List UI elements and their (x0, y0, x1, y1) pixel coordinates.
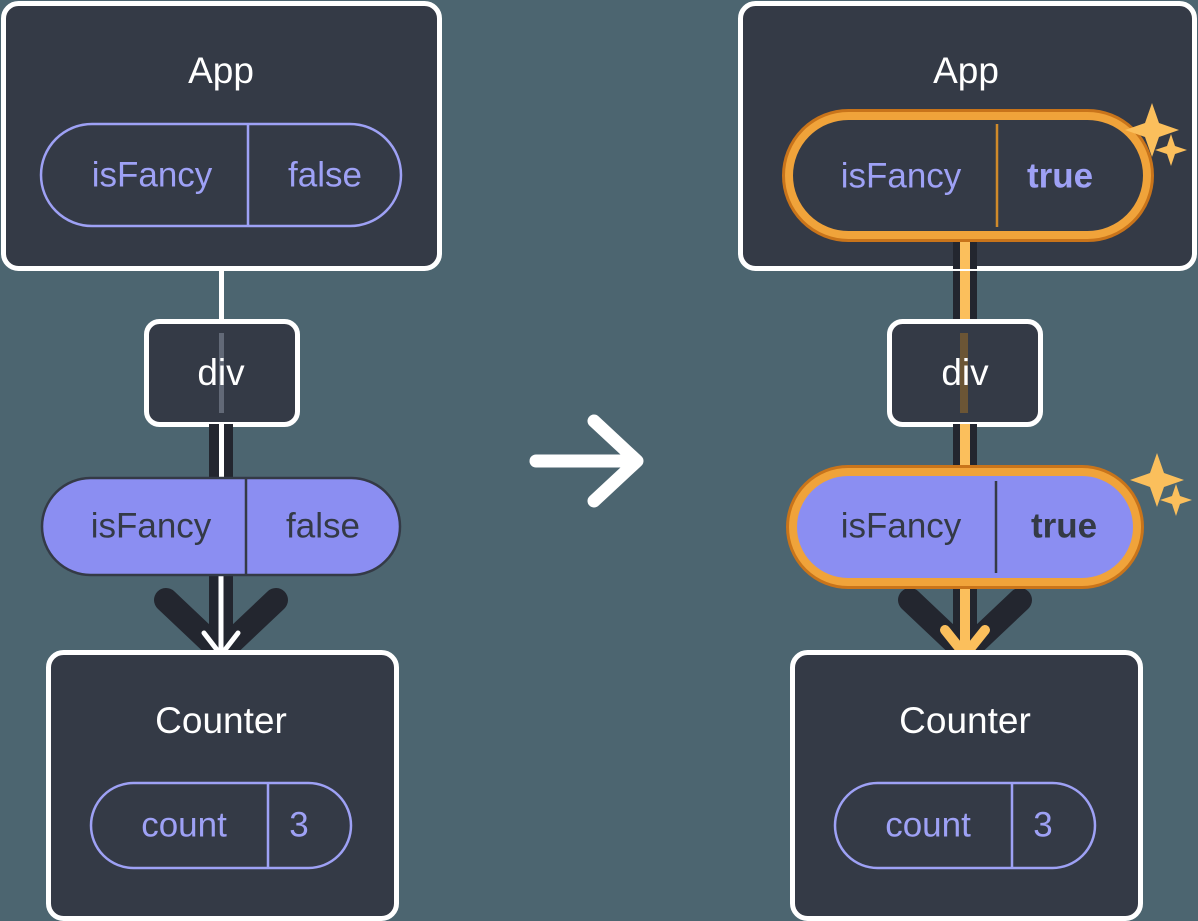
prop-pill-left-value: false (286, 506, 360, 545)
counter-state-pill-left-frame (89, 781, 353, 870)
app-state-pill-left-frame (39, 122, 403, 228)
app-state-pill-right-value: true (1027, 156, 1093, 195)
div-box-left-title: div (197, 352, 245, 393)
counter-state-pill-left: count 3 (89, 781, 353, 870)
div-box-left-passthrough-line (219, 333, 224, 413)
connector-div-to-pill-right-core (960, 424, 970, 484)
div-box-right-title: div (941, 352, 989, 393)
app-box-left-frame (1, 1, 442, 271)
sparkle-icon-app-right-small (1155, 134, 1187, 166)
div-box-left: div (144, 319, 300, 427)
counter-box-left-frame (46, 650, 399, 921)
connector-div-to-pill-left (209, 424, 233, 484)
app-box-left-title: App (188, 50, 254, 91)
app-state-pill-left-name: isFancy (92, 155, 213, 194)
app-state-pill-left-value: false (288, 155, 362, 194)
prop-pill-right: isFancy true (786, 465, 1144, 589)
connector-div-to-pill-left-core (219, 424, 224, 484)
div-box-right-passthrough-line (960, 333, 968, 413)
right-arrow-icon (529, 414, 644, 508)
app-state-pill-right-inner-ring (785, 112, 1151, 239)
prop-pill-right-inner-ring (789, 468, 1141, 586)
counter-box-right: Counter count 3 (790, 650, 1143, 921)
app-state-pill-left: isFancy false (39, 122, 403, 228)
counter-state-pill-left-value: 3 (289, 805, 308, 844)
connector-app-to-div-left (219, 258, 224, 326)
sparkle-icon-app-right-large (1125, 103, 1179, 157)
counter-box-left: Counter count 3 (46, 650, 399, 921)
counter-state-pill-right: count 3 (833, 781, 1097, 870)
sparkle-icon-prop-right-small (1160, 484, 1192, 516)
div-box-right: div (887, 319, 1043, 427)
sparkle-icon-prop-right (1130, 453, 1192, 516)
counter-box-left-title: Counter (155, 700, 287, 741)
prop-pill-right-name: isFancy (841, 506, 962, 545)
sparkle-icon-app-right (1125, 103, 1187, 166)
counter-state-pill-right-value: 3 (1033, 805, 1052, 844)
panel-before: App isFancy false div (1, 1, 442, 921)
prop-pill-left-frame (40, 476, 402, 577)
panel-after: App isFancy true div (738, 1, 1197, 921)
counter-state-pill-right-name: count (885, 805, 971, 844)
counter-box-right-title: Counter (899, 700, 1031, 741)
app-state-pill-right: isFancy true (782, 109, 1154, 242)
app-box-left: App isFancy false (1, 1, 442, 271)
app-box-right: App isFancy true (738, 1, 1197, 271)
right-arrow-icon-head (587, 414, 644, 508)
counter-box-right-frame (790, 650, 1143, 921)
app-box-right-title: App (933, 50, 999, 91)
prop-pill-right-value: true (1031, 506, 1097, 545)
prop-pill-left: isFancy false (40, 476, 402, 577)
sparkle-icon-prop-right-large (1130, 453, 1184, 507)
counter-state-pill-left-name: count (141, 805, 227, 844)
prop-arrow-left (154, 555, 288, 664)
counter-state-pill-right-frame (833, 781, 1097, 870)
prop-pill-left-name: isFancy (91, 506, 212, 545)
app-state-pill-right-name: isFancy (841, 156, 962, 195)
